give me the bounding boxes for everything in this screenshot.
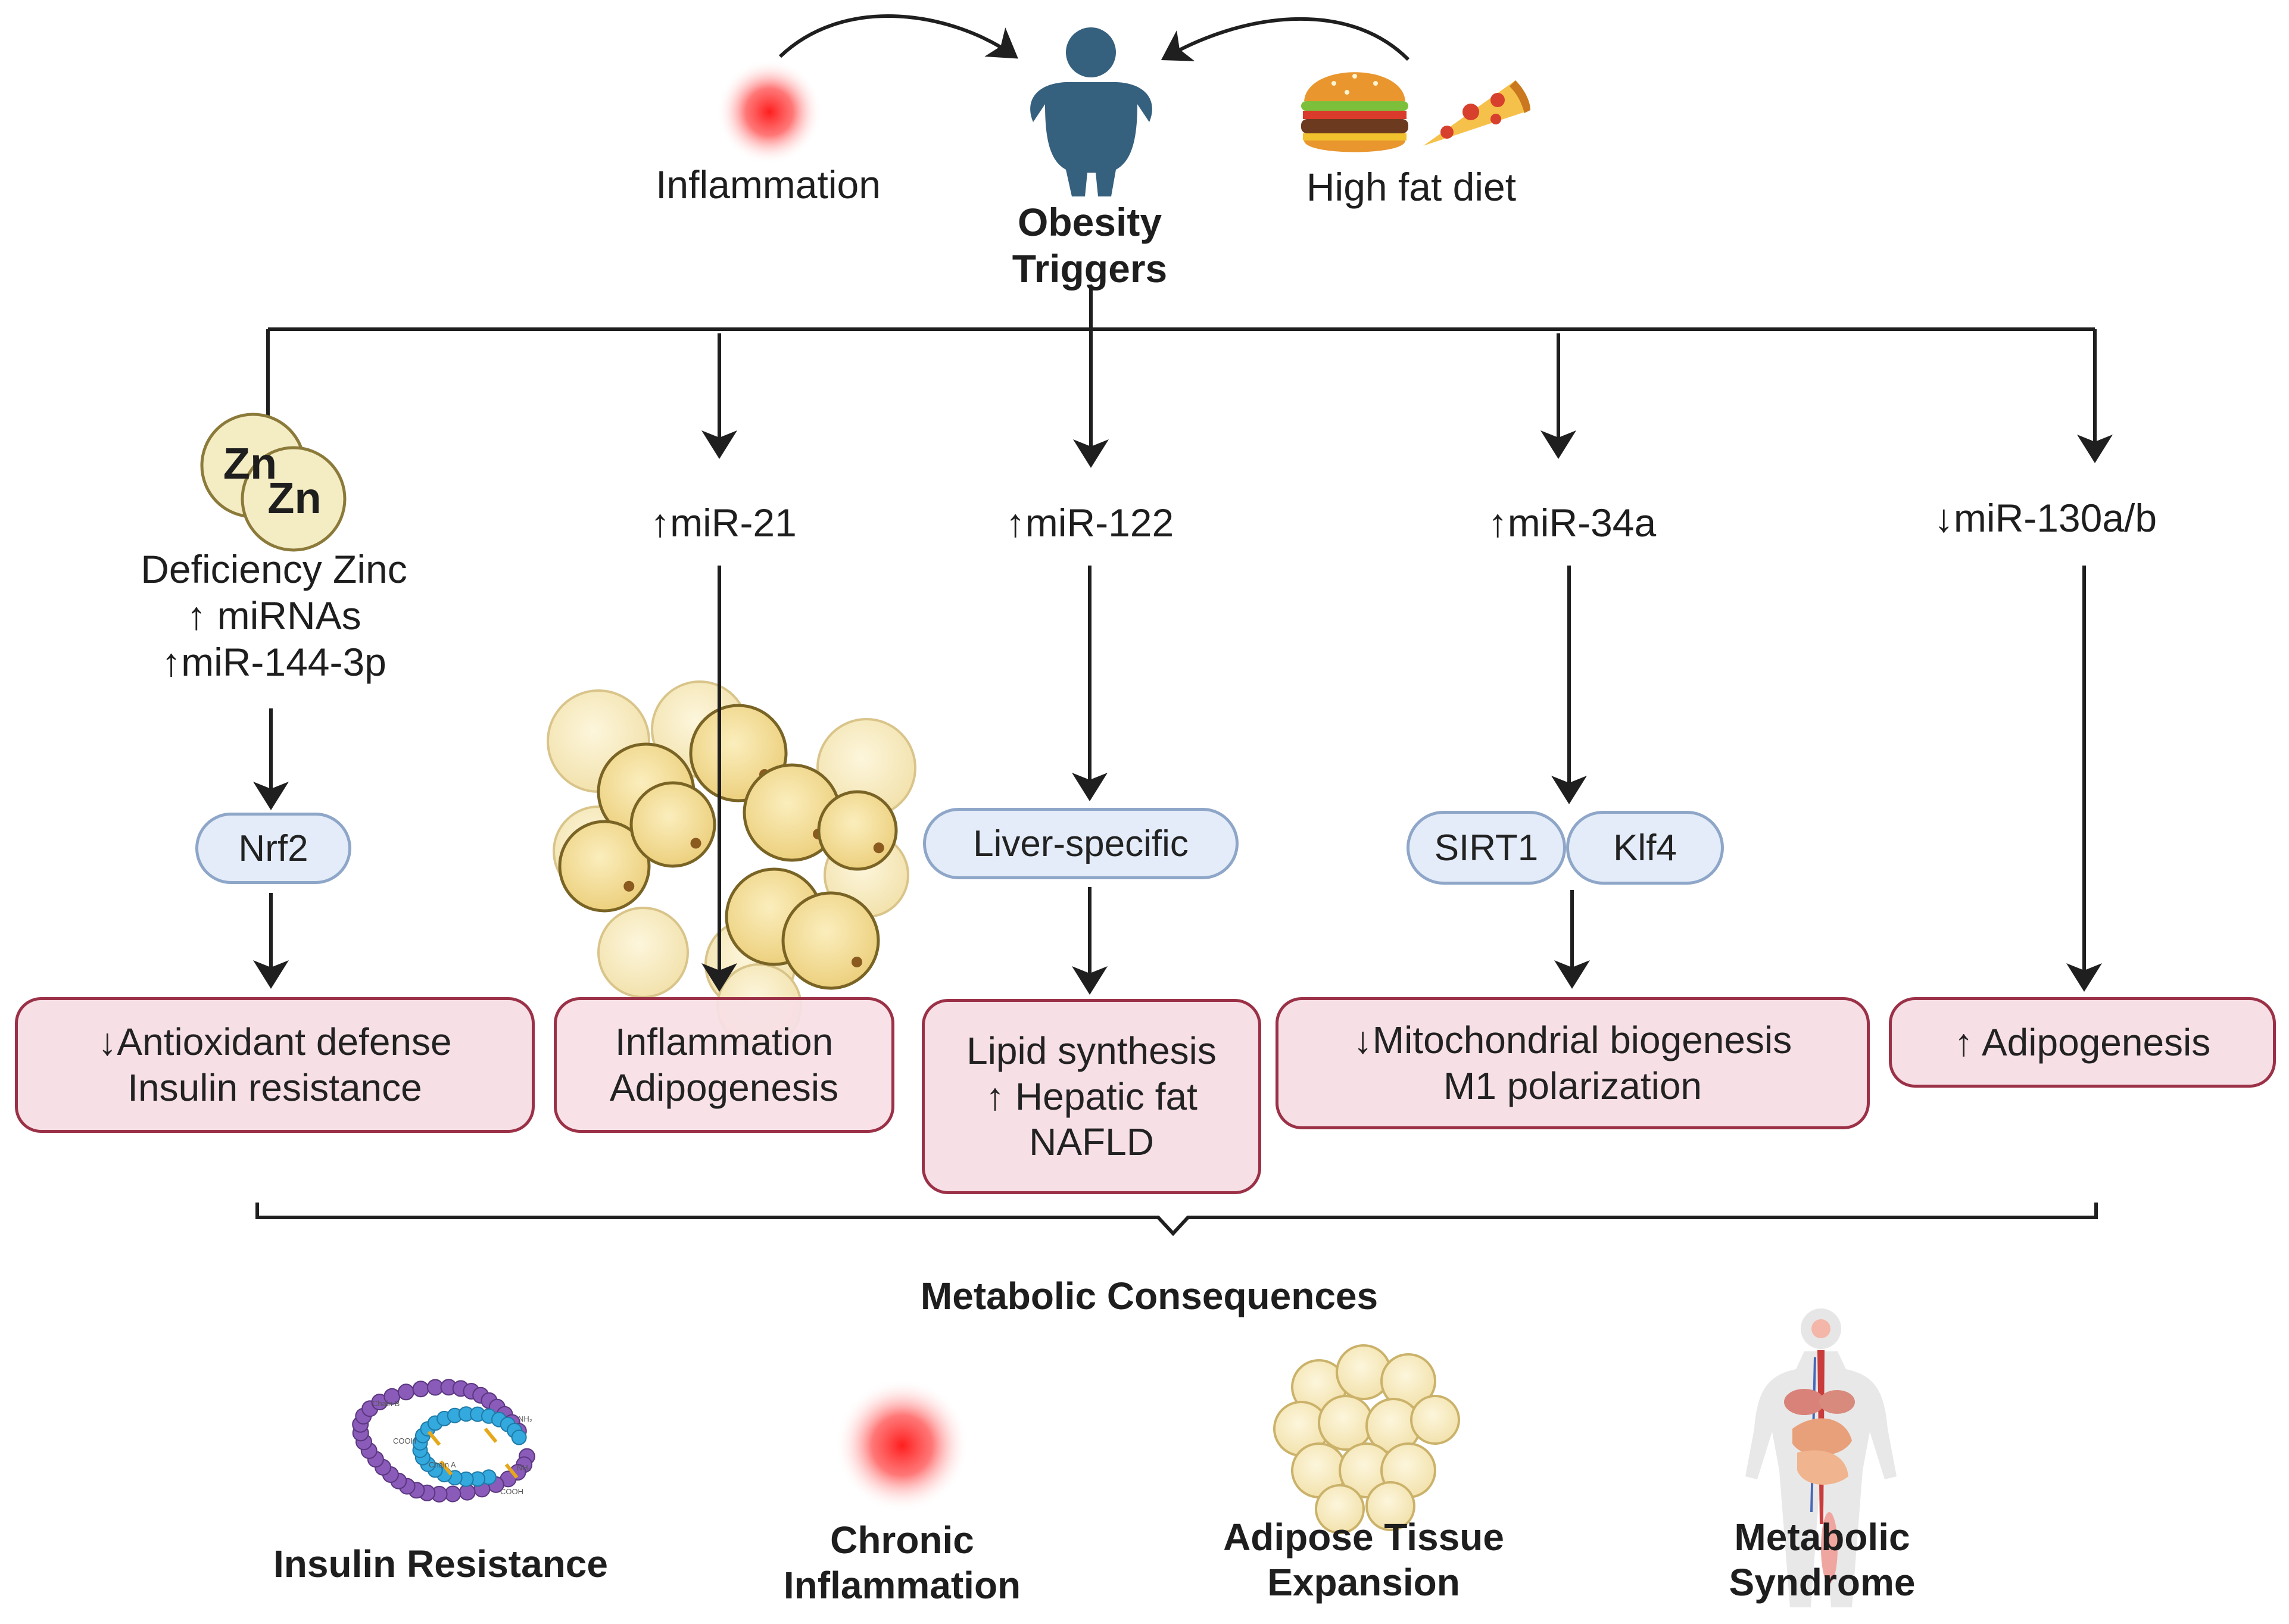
nrf2-pill: Nrf2: [195, 813, 351, 884]
obesity-triggers-title: Obesity Triggers: [971, 199, 1209, 292]
outcome-3-line-1: Lipid synthesis: [966, 1029, 1217, 1072]
insulin-disulfide-bond: [439, 1460, 453, 1476]
insulin-chain-b-label: Chain B: [372, 1399, 400, 1408]
zinc-coin-front-label: Zn: [267, 473, 322, 523]
adipose-line-2: Expansion: [1267, 1560, 1460, 1604]
outcome-3-line-3: NAFLD: [1029, 1120, 1154, 1164]
fat-cell-nucleus: [873, 842, 884, 854]
fat-cell-nucleus: [852, 957, 862, 967]
outcome-1-line-2: Insulin resistance: [127, 1066, 422, 1109]
syndrome-line-2: Syndrome: [1729, 1560, 1916, 1604]
zinc-line-2: ↑ miRNAs: [186, 593, 361, 638]
zinc-coins-icon: [200, 413, 347, 552]
outcome-3-line-2: ↑ Hepatic fat: [986, 1075, 1197, 1118]
pizza-slice-icon: [1423, 80, 1530, 146]
zinc-coin-back-label: Zn: [223, 439, 277, 488]
outcome-box-adipogenesis: ↑ Adipogenesis: [1889, 997, 2276, 1088]
obesity-person-icon: [1030, 27, 1152, 196]
liver-specific-pill: Liver-specific: [923, 808, 1239, 879]
insulin-chain-b-bead: [412, 1381, 429, 1398]
mir122-label: ↑miR-122: [1005, 501, 1174, 545]
sirt1-pill: SIRT1: [1407, 811, 1566, 885]
obesity-title-line1: Obesity: [1017, 200, 1162, 244]
metabolic-consequences-title: Metabolic Consequences: [920, 1275, 1379, 1317]
fat-cell-nucleus: [623, 880, 635, 892]
insulin-nh2-label-2: NH₂: [517, 1463, 531, 1472]
fat-cell-nucleus: [690, 838, 701, 849]
insulin-cooh-label-2: COOH: [500, 1487, 523, 1496]
inflammation-glow-icon: [717, 60, 822, 164]
zinc-line-1: Deficiency Zinc: [141, 547, 407, 591]
metabolic-syndrome-body-icon: [1745, 1308, 1897, 1607]
chronic-inflammation-glow-icon: [835, 1379, 969, 1512]
mir21-label: ↑miR-21: [650, 501, 797, 545]
chronic-line-1: Chronic: [830, 1519, 974, 1561]
insulin-disulfide-bond: [427, 1431, 441, 1446]
outcome-4-line-2: M1 polarization: [1443, 1064, 1702, 1107]
inflammation-to-obesity-arrow: [778, 14, 1018, 59]
outcome-4-line-1: ↓Mitochondrial biogenesis: [1353, 1019, 1792, 1062]
adipose-cell: [1410, 1395, 1460, 1445]
adipose-cell: [1315, 1484, 1365, 1534]
fat-cell-pale: [597, 907, 689, 998]
mir130-label: ↓miR-130a/b: [1934, 496, 2157, 540]
insulin-nh2-label: NH₂: [518, 1414, 532, 1423]
burger-icon: [1301, 72, 1408, 152]
adipose-tissue-icon: [1273, 1344, 1460, 1534]
insulin-chain-b-bead: [397, 1383, 414, 1401]
outcome-5-line-1: ↑ Adipogenesis: [1954, 1020, 2211, 1064]
adipose-cell: [1318, 1395, 1374, 1451]
klf4-pill: Klf4: [1566, 811, 1724, 885]
insulin-resistance-label: Insulin Resistance: [273, 1542, 608, 1585]
branch-connector-lines: [250, 286, 2113, 468]
outcome-2-line-1: Inflammation: [615, 1020, 834, 1064]
outcome-box-inflammation: Inflammation Adipogenesis: [554, 997, 894, 1133]
zinc-line-3: ↑miR-144-3p: [161, 639, 386, 684]
adipose-line-1: Adipose Tissue: [1223, 1516, 1504, 1559]
trigger-inflammation-label: Inflammation: [656, 163, 881, 207]
chronic-inflammation-label: Chronic Inflammation: [738, 1518, 1066, 1608]
metabolic-syndrome-label: Metabolic Syndrome: [1673, 1515, 1971, 1605]
insulin-disulfide-bond: [504, 1463, 519, 1479]
chronic-line-2: Inflammation: [783, 1563, 1021, 1607]
syndrome-line-1: Metabolic: [1734, 1516, 1910, 1559]
insulin-chain-icon: Chain B Chain A COOH NH₂ COOH NH₂: [352, 1379, 535, 1503]
trigger-high-fat-diet-label: High fat diet: [1306, 165, 1517, 209]
outcome-2-line-2: Adipogenesis: [609, 1066, 839, 1109]
outcome-box-antioxidant: ↓Antioxidant defense Insulin resistance: [15, 997, 535, 1133]
insulin-cooh-label: COOH: [393, 1436, 416, 1445]
insulin-chain-a-bead: [511, 1429, 527, 1445]
outcome-box-lipid: Lipid synthesis ↑ Hepatic fat NAFLD: [922, 999, 1261, 1194]
fat-cell: [629, 781, 716, 868]
adipose-cell: [1365, 1481, 1415, 1531]
obesity-title-line2: Triggers: [1012, 246, 1168, 291]
column-arrows: [253, 566, 2102, 995]
outcome-box-mitochondrial: ↓Mitochondrial biogenesis M1 polarizatio…: [1276, 997, 1870, 1129]
fat-cell: [817, 790, 898, 871]
zinc-deficiency-text: Deficiency Zinc ↑ miRNAs ↑miR-144-3p: [98, 546, 450, 686]
outcome-1-line-1: ↓Antioxidant defense: [98, 1020, 452, 1064]
consequences-bracket: [255, 1203, 2098, 1236]
insulin-chain-a-label: Chain A: [429, 1460, 456, 1469]
fat-cell-cluster-icon: [547, 680, 916, 1049]
mir34a-label: ↑miR-34a: [1487, 501, 1657, 545]
adipose-expansion-label: Adipose Tissue Expansion: [1191, 1515, 1536, 1605]
insulin-disulfide-bond: [484, 1428, 498, 1443]
fat-cell: [781, 891, 880, 990]
diet-to-obesity-arrow: [1161, 17, 1410, 61]
